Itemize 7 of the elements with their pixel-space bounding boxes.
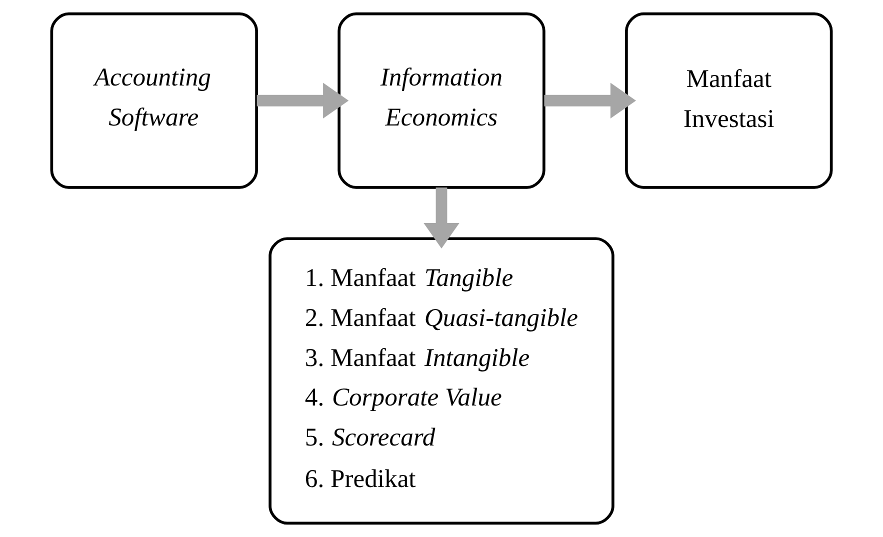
node-box: Manfaat Investasi (625, 12, 833, 189)
node-box: Accounting Software (50, 12, 258, 189)
node-box: Information Economics (338, 12, 546, 189)
arrow (544, 82, 636, 119)
arrow (424, 188, 460, 249)
arrow (256, 82, 349, 119)
node-box: 1. Manfaat Tangible 2. Manfaat Quasi-tangible 3. Manfaat Intangible 4. Corporate Value 5. Scorecard 6. Predikat (268, 237, 614, 525)
